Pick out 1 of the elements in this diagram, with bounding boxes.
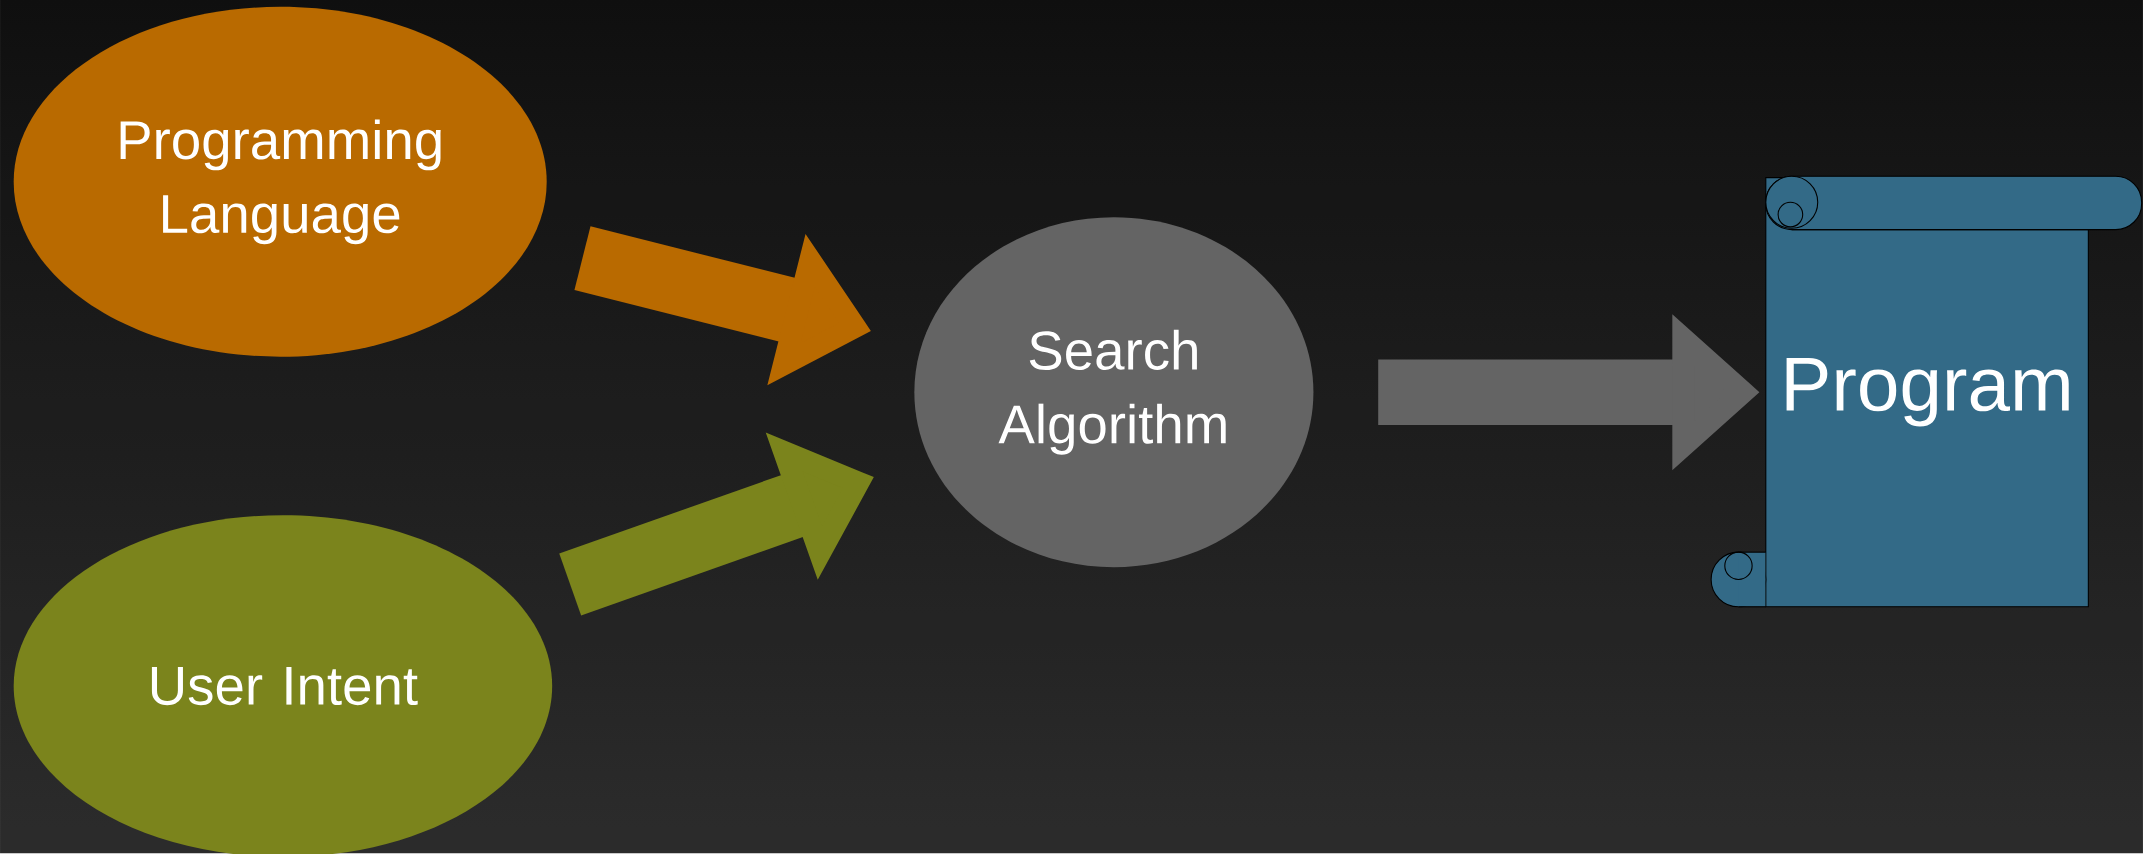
scroll: Program [1710, 175, 2143, 608]
